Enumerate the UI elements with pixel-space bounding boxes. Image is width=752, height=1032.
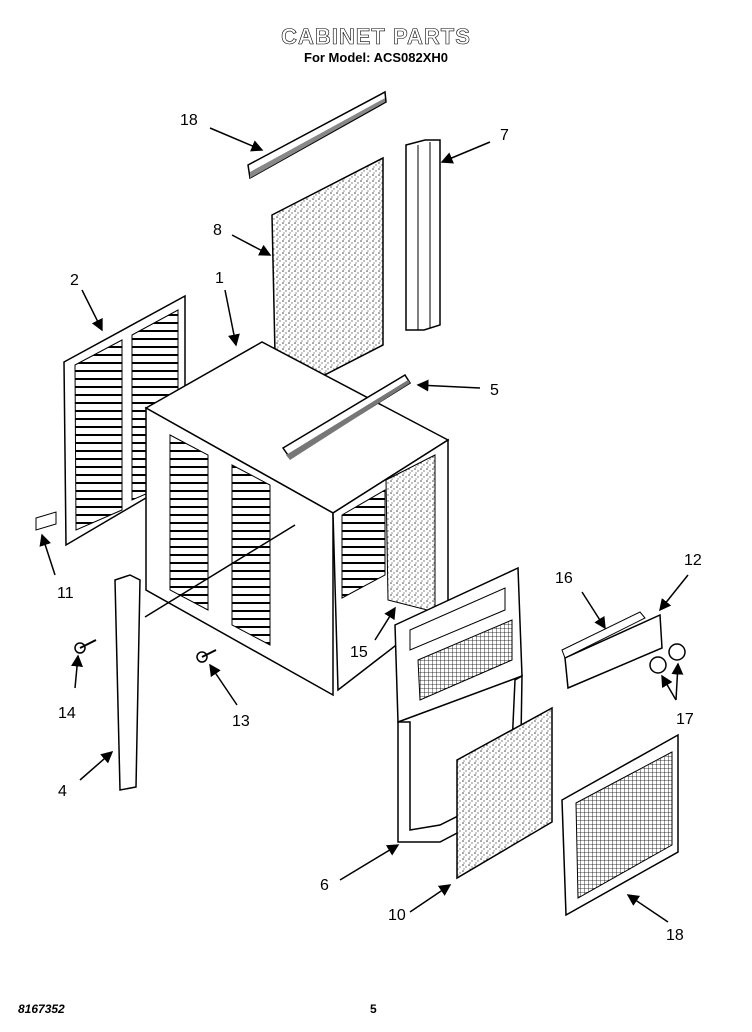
part-1-cabinet	[144, 341, 450, 697]
part-4-channel-post	[114, 574, 141, 791]
callout-17: 18	[180, 112, 198, 129]
callout-11: 12	[684, 552, 702, 569]
callout-2: 2	[70, 272, 79, 289]
callout-16: 17	[676, 711, 694, 728]
callout-5: 5	[490, 382, 499, 399]
page-number: 5	[370, 1002, 377, 1016]
document-number: 8167352	[18, 1002, 65, 1016]
page-subtitle: For Model: ACS082XH0	[304, 50, 448, 65]
part-10-filter	[456, 706, 553, 880]
callout-14: 15	[350, 644, 368, 661]
part-6-side-channel	[405, 139, 441, 331]
callout-6: 7	[500, 127, 509, 144]
callout-1: 1	[215, 270, 224, 287]
callout-15: 16	[555, 570, 573, 587]
part-9-clip	[35, 511, 57, 531]
part-7-foam-panel	[271, 156, 384, 402]
part-17-top-rail	[247, 90, 387, 180]
part-16-knobs	[649, 643, 686, 674]
callout-18: 18	[666, 927, 684, 944]
callout-10: 10	[388, 907, 406, 924]
part-18-front-grille	[561, 733, 679, 917]
page-title: CABINET PARTS	[281, 24, 471, 50]
leader-lines	[39, 127, 689, 923]
part-13-screw	[74, 639, 97, 654]
callout-9: 11	[57, 585, 74, 602]
callout-12: 13	[232, 713, 250, 730]
callout-7: 8	[213, 222, 222, 239]
callout-13: 14	[58, 705, 76, 722]
part-5-crossbar	[281, 373, 412, 460]
part-12-screw	[196, 649, 217, 663]
callout-4: 4	[58, 783, 67, 800]
callout-8: 6	[320, 877, 329, 894]
part-15-control-plate	[561, 611, 663, 690]
